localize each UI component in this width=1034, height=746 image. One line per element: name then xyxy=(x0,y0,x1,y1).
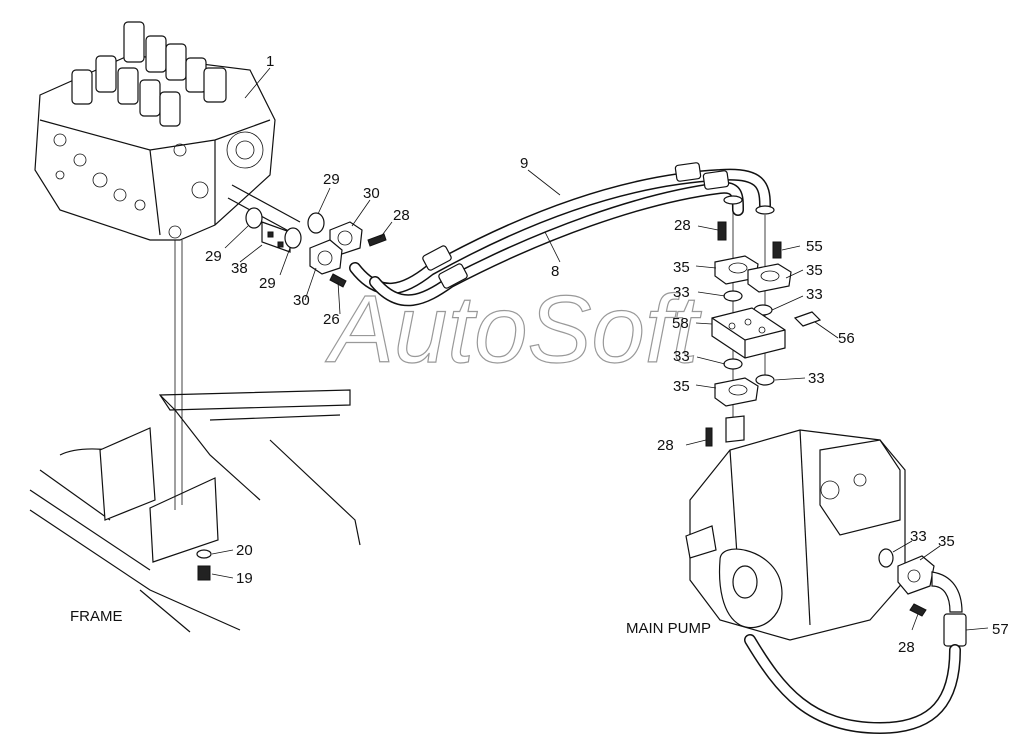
callout-33-c: 33 xyxy=(673,348,690,365)
main-pump-label: MAIN PUMP xyxy=(626,620,711,637)
callout-30-top: 30 xyxy=(363,185,380,202)
callout-57: 57 xyxy=(992,621,1009,638)
callout-29-left: 29 xyxy=(205,248,222,265)
callout-19: 19 xyxy=(236,570,253,587)
control-valve xyxy=(34,21,301,241)
callout-35-left: 35 xyxy=(673,259,690,276)
callout-55: 55 xyxy=(806,238,823,255)
frame-label: FRAME xyxy=(70,608,123,625)
manifold-stack xyxy=(705,205,822,447)
callout-35-pump: 35 xyxy=(938,533,955,550)
callout-33-d: 33 xyxy=(808,370,825,387)
pump-outlet-hose xyxy=(744,548,967,735)
callout-33-pump: 33 xyxy=(910,528,927,545)
callout-35-lower: 35 xyxy=(673,378,690,395)
callout-58: 58 xyxy=(672,315,689,332)
callout-1: 1 xyxy=(266,53,274,70)
callout-29-bottom: 29 xyxy=(259,275,276,292)
callout-56: 56 xyxy=(838,330,855,347)
callout-28-pump: 28 xyxy=(898,639,915,656)
frame xyxy=(29,240,361,633)
hose-assembly xyxy=(349,162,775,307)
callout-33-a: 33 xyxy=(673,284,690,301)
callout-30-bottom: 30 xyxy=(293,292,310,309)
callout-28-lower: 28 xyxy=(657,437,674,454)
callout-38: 38 xyxy=(231,260,248,277)
callout-8: 8 xyxy=(551,263,559,280)
callout-20: 20 xyxy=(236,542,253,559)
callout-35-right: 35 xyxy=(806,262,823,279)
callout-29-top: 29 xyxy=(323,171,340,188)
seal-flange-group-left xyxy=(245,207,387,288)
leader-lines xyxy=(211,67,989,631)
watermark-text: AutoSoft xyxy=(325,276,702,383)
callout-33-b: 33 xyxy=(806,286,823,303)
callout-9: 9 xyxy=(520,155,528,172)
callout-26: 26 xyxy=(323,311,340,328)
callout-28-left: 28 xyxy=(393,207,410,224)
main-pump xyxy=(685,429,906,641)
callout-numbers: 1 9 8 29 30 28 29 38 29 30 26 28 55 35 3… xyxy=(205,53,1009,656)
callout-28-right-top: 28 xyxy=(674,217,691,234)
